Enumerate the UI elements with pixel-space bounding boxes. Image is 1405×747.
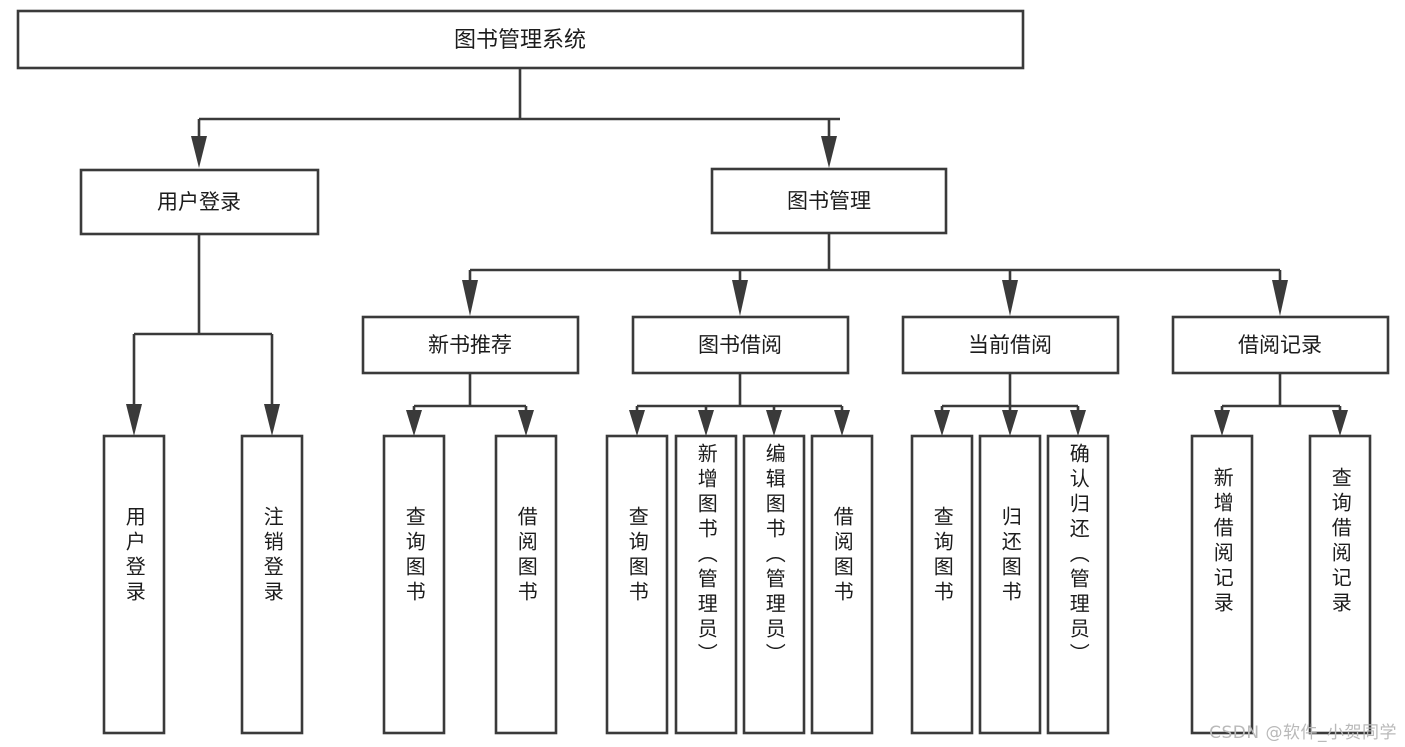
node-user-login[interactable]: 用户登录 [79, 168, 320, 236]
arrow-borrowrecord-leaf-1 [1214, 410, 1230, 436]
leaf-book-borrow-2[interactable] [674, 434, 738, 735]
node-user-login-label: 用户登录 [157, 190, 241, 214]
arrow-bookborrow-leaf-4 [834, 410, 850, 436]
node-root-label: 图书管理系统 [454, 28, 586, 53]
node-root[interactable]: 图书管理系统 [16, 9, 1025, 70]
leaf-book-borrow-4[interactable] [810, 434, 874, 735]
leaf-borrow-record-1[interactable] [1190, 434, 1254, 735]
arrow-to-bookborrow [732, 280, 748, 316]
arrow-to-bookmgmt [821, 136, 837, 168]
node-borrow-record-label: 借阅记录 [1238, 333, 1322, 357]
leaf-group-current-borrow [910, 434, 1110, 735]
leaf-group-book-borrow [605, 434, 874, 735]
arrow-currentborrow-leaf-1 [934, 410, 950, 436]
arrow-to-newbook [462, 280, 478, 316]
leaf-group-user-login [102, 434, 304, 735]
arrow-userlogin-leaf-2 [264, 404, 280, 436]
node-book-management-rect[interactable] [710, 167, 948, 235]
node-new-book-recommend[interactable]: 新书推荐 [361, 315, 580, 375]
leaf-group-borrow-record [1190, 434, 1372, 735]
arrow-to-currentborrow [1002, 280, 1018, 316]
arrow-userlogin-leaf-1 [126, 404, 142, 436]
leaf-user-login-2[interactable] [240, 434, 304, 735]
leaf-current-borrow-3[interactable] [1046, 434, 1110, 735]
leaf-new-book-2[interactable] [494, 434, 558, 735]
arrow-bookborrow-leaf-1 [629, 410, 645, 436]
arrow-currentborrow-leaf-2 [1002, 410, 1018, 436]
node-user-login-rect[interactable] [79, 168, 320, 236]
leaf-current-borrow-2[interactable] [978, 434, 1042, 735]
node-current-borrow-label: 当前借阅 [968, 333, 1052, 357]
leaf-borrow-record-2[interactable] [1308, 434, 1372, 735]
arrow-to-userlogin [191, 136, 207, 168]
node-root-rect[interactable] [16, 9, 1025, 70]
arrow-newbook-leaf-2 [518, 410, 534, 436]
node-current-borrow-rect[interactable] [901, 315, 1120, 375]
leaf-book-borrow-1[interactable] [605, 434, 669, 735]
leaf-group-new-book [382, 434, 558, 735]
node-borrow-record-rect[interactable] [1171, 315, 1390, 375]
leaf-current-borrow-1[interactable] [910, 434, 974, 735]
arrow-bookborrow-leaf-2 [698, 410, 714, 436]
node-book-borrow-rect[interactable] [631, 315, 850, 375]
node-book-borrow[interactable]: 图书借阅 [631, 315, 850, 375]
leaf-user-login-1[interactable] [102, 434, 166, 735]
arrow-borrowrecord-leaf-2 [1332, 410, 1348, 436]
arrow-newbook-leaf-1 [406, 410, 422, 436]
arrow-to-borrowrecord [1272, 280, 1288, 316]
arrow-currentborrow-leaf-3 [1070, 410, 1086, 436]
node-new-book-recommend-rect[interactable] [361, 315, 580, 375]
leaf-book-borrow-3[interactable] [742, 434, 806, 735]
node-new-book-recommend-label: 新书推荐 [428, 333, 512, 357]
watermark-text: CSDN @软件_小贺同学 [1209, 723, 1397, 743]
node-book-borrow-label: 图书借阅 [698, 333, 782, 357]
node-current-borrow[interactable]: 当前借阅 [901, 315, 1120, 375]
node-book-management-label: 图书管理 [787, 189, 871, 213]
node-borrow-record[interactable]: 借阅记录 [1171, 315, 1390, 375]
leaf-new-book-1[interactable] [382, 434, 446, 735]
connector-group [126, 68, 1348, 436]
arrow-bookborrow-leaf-3 [766, 410, 782, 436]
node-book-management[interactable]: 图书管理 [710, 167, 948, 235]
